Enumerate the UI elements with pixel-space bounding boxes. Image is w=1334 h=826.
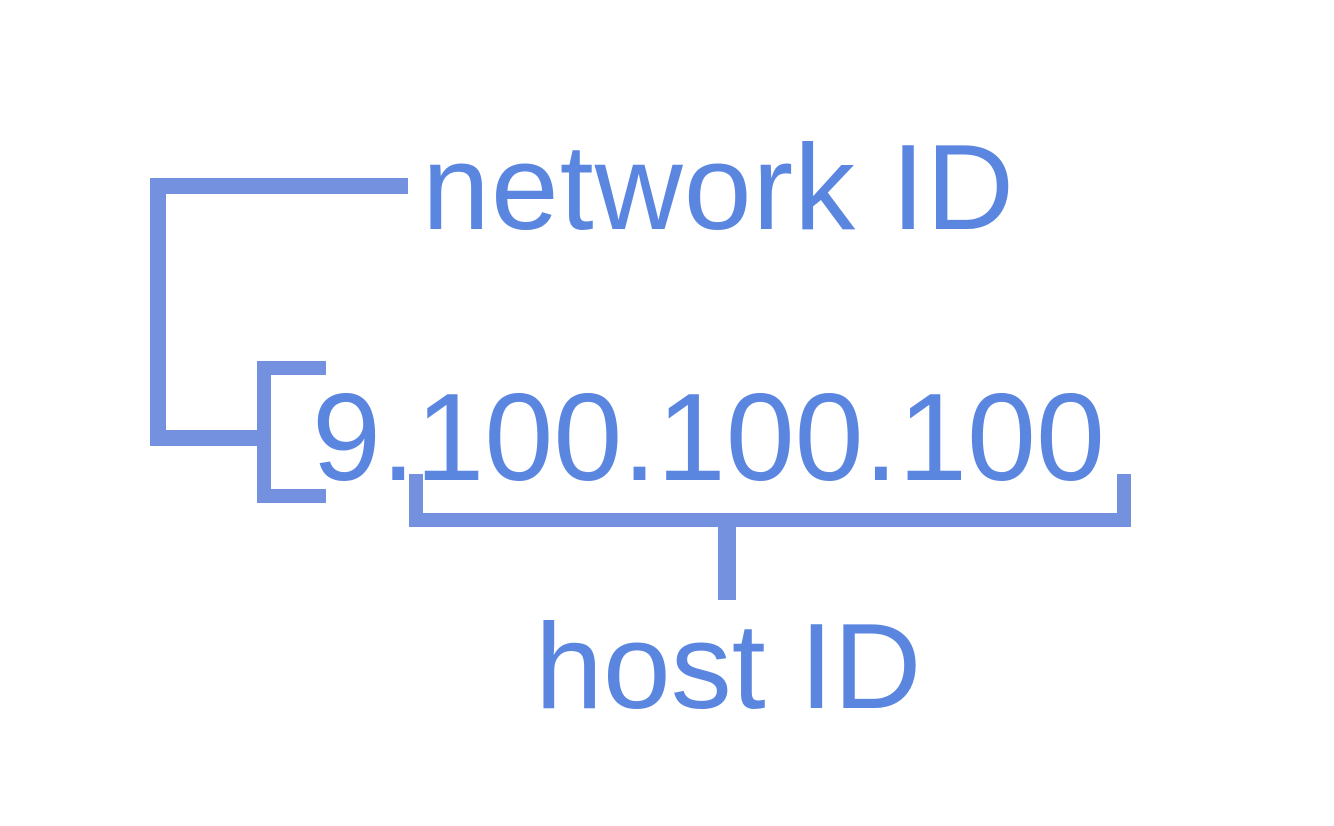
network-id-bracket <box>257 361 326 503</box>
host-id-bracket <box>409 474 1131 527</box>
network-id-connector <box>150 178 408 446</box>
host-id-label: host ID <box>535 598 922 734</box>
ip-address-text: 9.100.100.100 <box>312 369 1105 507</box>
network-id-label: network ID <box>422 119 1016 255</box>
